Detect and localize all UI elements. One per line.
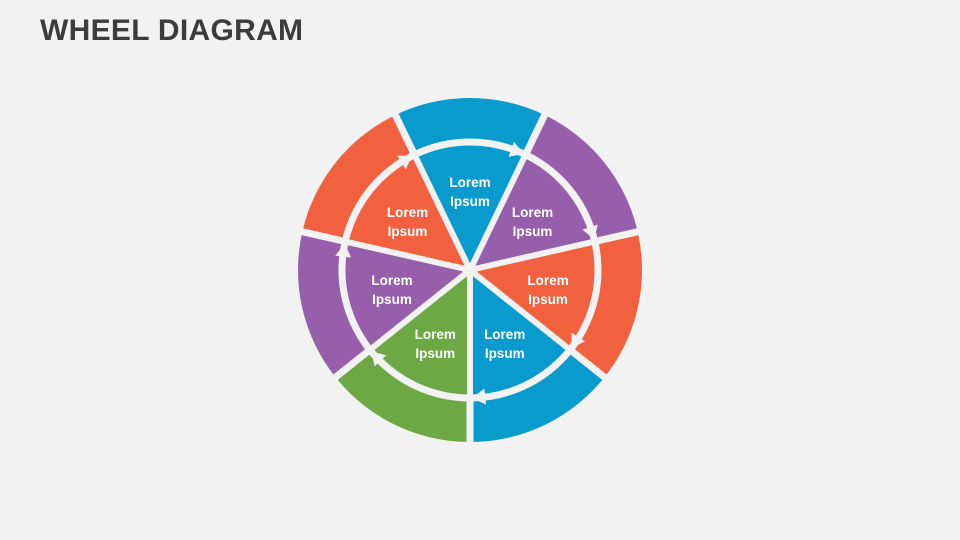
page-title: WHEEL DIAGRAM	[40, 14, 304, 47]
wedge-divider	[330, 267, 472, 383]
segment-label-line2: Ipsum	[388, 224, 428, 239]
cycle-arrowhead-icon	[371, 351, 387, 367]
segment-label-line2: Ipsum	[415, 346, 455, 361]
cycle-ring	[338, 138, 602, 402]
segment-label-line2: Ipsum	[485, 346, 525, 361]
wedge-divider	[467, 110, 550, 272]
segment-label-line1: Lorem	[415, 327, 456, 342]
cycle-arrowhead-icon	[335, 243, 352, 258]
segment-label-line1: Lorem	[371, 273, 412, 288]
wedge-divider	[468, 267, 610, 383]
segment-label-line1: Lorem	[449, 175, 490, 190]
segment-label-line2: Ipsum	[372, 292, 412, 307]
inner-wedge	[340, 241, 470, 352]
wedge-divider	[297, 227, 471, 273]
cycle-arrow-ring	[335, 138, 602, 405]
inner-wedge-layer	[297, 110, 643, 446]
inner-wedge	[470, 241, 600, 352]
segment-label-line2: Ipsum	[513, 224, 553, 239]
inner-wedge	[368, 270, 470, 400]
cycle-arrowhead-icon	[571, 332, 586, 349]
cycle-arrowhead-icon	[397, 155, 413, 170]
segment-label-line1: Lorem	[484, 327, 525, 342]
segment-label-line2: Ipsum	[450, 194, 490, 209]
wedge-divider	[390, 110, 473, 272]
segment-label-line1: Lorem	[387, 205, 428, 220]
segment-label-line2: Ipsum	[528, 292, 568, 307]
cycle-arrowhead-icon	[582, 224, 598, 240]
wedge-divider	[469, 227, 643, 273]
cycle-arrowhead-icon	[508, 141, 524, 157]
segment-label-line1: Lorem	[512, 205, 553, 220]
segment-label-line1: Lorem	[527, 273, 568, 288]
inner-wedge	[470, 270, 572, 400]
inner-wedge	[413, 139, 527, 270]
cycle-arrowhead-icon	[472, 388, 486, 405]
